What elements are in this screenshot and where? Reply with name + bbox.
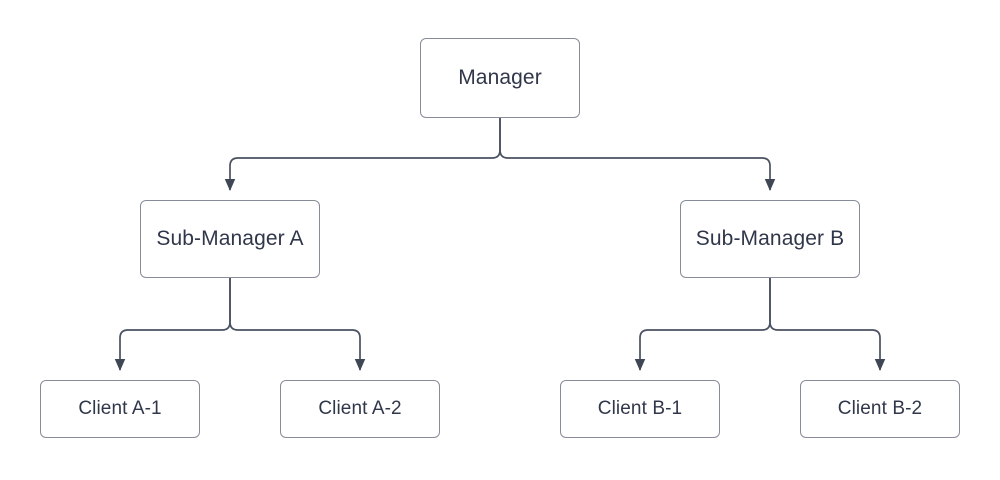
edge-submanager-b-to-client-b2: [769, 278, 886, 371]
edge-submanager-a-to-client-a1: [114, 278, 231, 371]
node-sub-manager-b-label: Sub-Manager B: [695, 227, 845, 250]
node-client-b1-label: Client B-1: [597, 398, 683, 419]
node-manager-label: Manager: [458, 66, 542, 89]
node-sub-manager-a-label: Sub-Manager A: [156, 227, 304, 250]
node-client-a2[interactable]: Client A-2: [280, 380, 440, 438]
node-manager[interactable]: Manager: [420, 38, 580, 118]
node-client-a1[interactable]: Client A-1: [40, 380, 200, 438]
edge-manager-to-submanager-b: [499, 118, 776, 191]
node-sub-manager-a[interactable]: Sub-Manager A: [140, 200, 320, 278]
node-client-b2[interactable]: Client B-2: [800, 380, 960, 438]
edge-submanager-a-to-client-a2: [229, 278, 366, 371]
node-client-b1[interactable]: Client B-1: [560, 380, 720, 438]
node-client-a1-label: Client A-1: [78, 398, 162, 419]
edge-manager-to-submanager-a: [224, 118, 501, 191]
node-client-b2-label: Client B-2: [837, 398, 923, 419]
node-sub-manager-b[interactable]: Sub-Manager B: [680, 200, 860, 278]
node-client-a2-label: Client A-2: [318, 398, 402, 419]
edge-submanager-b-to-client-b1: [634, 278, 771, 371]
